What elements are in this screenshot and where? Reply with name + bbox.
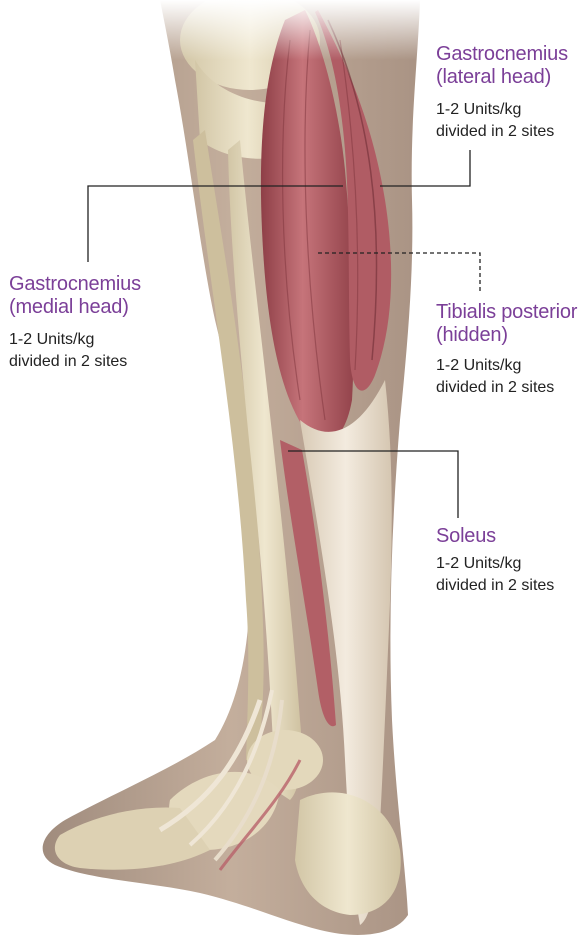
gastrocnemius-lateral-head-dose: 1-2 Units/kg divided in 2 sites [436, 99, 554, 143]
dose-line: 1-2 Units/kg [436, 553, 554, 575]
label-line: Gastrocnemius [9, 273, 141, 296]
gastrocnemius-medial-head-label: Gastrocnemius (medial head) [9, 273, 141, 319]
gastrocnemius-lateral-head-label: Gastrocnemius (lateral head) [436, 43, 568, 89]
dose-line: divided in 2 sites [436, 121, 554, 143]
label-line: Gastrocnemius [436, 43, 568, 66]
soleus-label: Soleus [436, 525, 496, 548]
label-line: Soleus [436, 525, 496, 548]
dose-line: divided in 2 sites [436, 377, 554, 399]
dose-line: divided in 2 sites [9, 351, 127, 373]
tibialis-posterior-label: Tibialis posterior (hidden) [436, 301, 577, 347]
label-line: (lateral head) [436, 66, 568, 89]
gastrocnemius-medial-head-dose: 1-2 Units/kg divided in 2 sites [9, 329, 127, 373]
dose-line: 1-2 Units/kg [436, 355, 554, 377]
label-line: (medial head) [9, 296, 141, 319]
soleus-dose: 1-2 Units/kg divided in 2 sites [436, 553, 554, 597]
dose-line: 1-2 Units/kg [9, 329, 127, 351]
dose-line: 1-2 Units/kg [436, 99, 554, 121]
tibialis-posterior-dose: 1-2 Units/kg divided in 2 sites [436, 355, 554, 399]
label-line: (hidden) [436, 324, 577, 347]
dose-line: divided in 2 sites [436, 575, 554, 597]
label-line: Tibialis posterior [436, 301, 577, 324]
